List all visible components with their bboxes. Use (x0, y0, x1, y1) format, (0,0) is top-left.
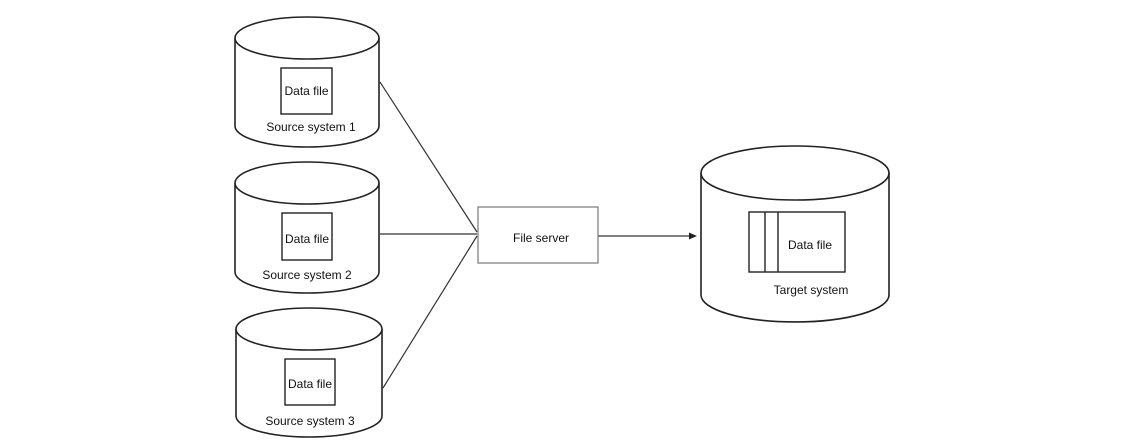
data-file-label: Data file (288, 377, 332, 391)
cylinder-top (235, 307, 383, 351)
source-system-1: Data file Source system 1 (234, 16, 380, 148)
source-system-2: Data file Source system 2 (234, 161, 380, 294)
connector-source3-to-server (382, 235, 478, 389)
data-file-box (280, 67, 333, 115)
data-file-label: Data file (788, 238, 832, 252)
data-file-box (284, 358, 336, 406)
source-system-3: Data file Source system 3 (235, 307, 383, 438)
data-file-box (281, 212, 333, 261)
source-system-title: Source system 1 (266, 120, 356, 134)
target-system: Data file Target system (700, 145, 890, 323)
file-server-label: File server (513, 231, 569, 245)
cylinder-top (234, 161, 380, 205)
connector-source1-to-server (379, 81, 478, 233)
connectors (379, 81, 697, 389)
data-file-label: Data file (284, 84, 328, 98)
file-server: File server (477, 206, 599, 264)
data-file-label: Data file (285, 232, 329, 246)
arrowhead-icon (689, 232, 697, 240)
source-system-title: Source system 3 (265, 414, 355, 428)
file-server-box (477, 206, 599, 264)
cylinder-top (700, 145, 890, 201)
source-system-title: Source system 2 (262, 268, 352, 282)
target-system-title: Target system (774, 283, 849, 297)
cylinder-top (234, 16, 380, 60)
